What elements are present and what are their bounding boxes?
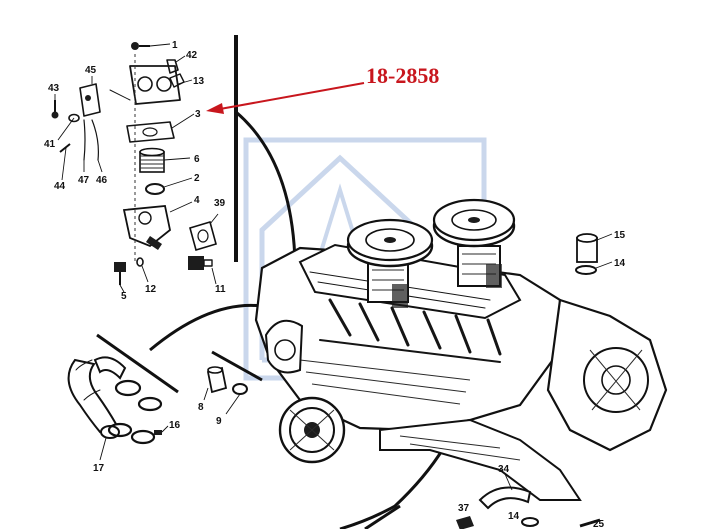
wire-part-44 — [59, 143, 71, 153]
callout-16: 16 — [169, 420, 181, 431]
callout-43: 43 — [48, 83, 60, 94]
callout-37: 37 — [458, 503, 470, 514]
clamp-part-9 — [232, 383, 248, 395]
carburetor-right — [457, 245, 502, 288]
air-cleaner-left — [346, 218, 434, 268]
callout-4: 4 — [194, 195, 200, 206]
callout-34: 34 — [498, 464, 510, 475]
callout-14-bottom: 14 — [508, 511, 520, 522]
callout-labels: 1 42 13 45 43 3 41 47 46 44 6 2 4 39 5 1… — [44, 40, 626, 529]
cap-part-15 — [576, 233, 598, 263]
crank-pulley — [278, 396, 346, 464]
air-cleaner-right — [432, 198, 516, 248]
wire-part-46 — [91, 119, 99, 161]
callout-5: 5 — [121, 291, 127, 302]
callout-14-right: 14 — [614, 258, 626, 269]
callout-41: 41 — [44, 139, 56, 150]
washer-part-41 — [68, 113, 80, 123]
radiator-hose-part-17 — [67, 356, 127, 439]
callout-17: 17 — [93, 463, 105, 474]
callout-8: 8 — [198, 402, 204, 413]
bell-housing — [546, 298, 668, 452]
water-pump — [264, 319, 304, 374]
screw-part-1 — [131, 42, 150, 50]
carburetor-left — [367, 261, 409, 308]
sensor-part-11 — [188, 256, 213, 270]
divider-line-left — [96, 333, 179, 394]
screw-part-43 — [51, 100, 59, 119]
clamp-part-14 — [575, 265, 597, 275]
divider-line-lower — [149, 303, 263, 352]
bolt-part-5 — [114, 262, 126, 285]
callout-46: 46 — [96, 175, 108, 186]
callout-2: 2 — [194, 173, 200, 184]
gasket-part-3 — [126, 121, 175, 143]
thermostat-housing-assembly — [51, 42, 217, 285]
hose-assembly — [67, 356, 248, 445]
callout-12: 12 — [145, 284, 157, 295]
engine-block — [254, 198, 668, 529]
fitting-part-37 — [456, 516, 474, 529]
callout-39: 39 — [214, 198, 226, 209]
callout-6: 6 — [194, 154, 200, 165]
callout-3: 3 — [195, 109, 201, 120]
bypass-hose-part-8 — [206, 366, 228, 394]
bracket-part-45 — [79, 83, 101, 117]
part-25 — [579, 518, 601, 528]
part-number-annotation — [206, 82, 365, 114]
clamp-part-14-lower — [521, 517, 539, 527]
divider-line-mid — [211, 350, 263, 382]
hose-clamp-part-16 — [107, 379, 163, 445]
elbow-part-42 — [166, 59, 179, 74]
hose-part-34 — [478, 486, 532, 510]
outlet-housing-part-4 — [122, 205, 171, 250]
callout-9: 9 — [216, 416, 222, 427]
callout-42: 42 — [186, 50, 198, 61]
seal-ring-part-2 — [145, 183, 165, 195]
callout-45: 45 — [85, 65, 97, 76]
thermostat-part-6 — [139, 147, 165, 173]
callout-15: 15 — [614, 230, 626, 241]
wire-part-47 — [83, 119, 86, 161]
divider-curve — [235, 110, 297, 263]
callout-25: 25 — [593, 519, 605, 529]
divider-line-bottom — [364, 504, 401, 529]
gasket-part-39 — [189, 220, 217, 252]
callout-13: 13 — [193, 76, 205, 87]
callout-1: 1 — [172, 40, 178, 51]
callout-44: 44 — [54, 181, 66, 192]
washer-part-12 — [136, 257, 144, 267]
leader-lines — [54, 43, 613, 491]
callout-11: 11 — [215, 284, 226, 295]
part-number-label: 18-2858 — [366, 63, 439, 88]
callout-47: 47 — [78, 175, 90, 186]
oil-pan — [379, 418, 582, 501]
